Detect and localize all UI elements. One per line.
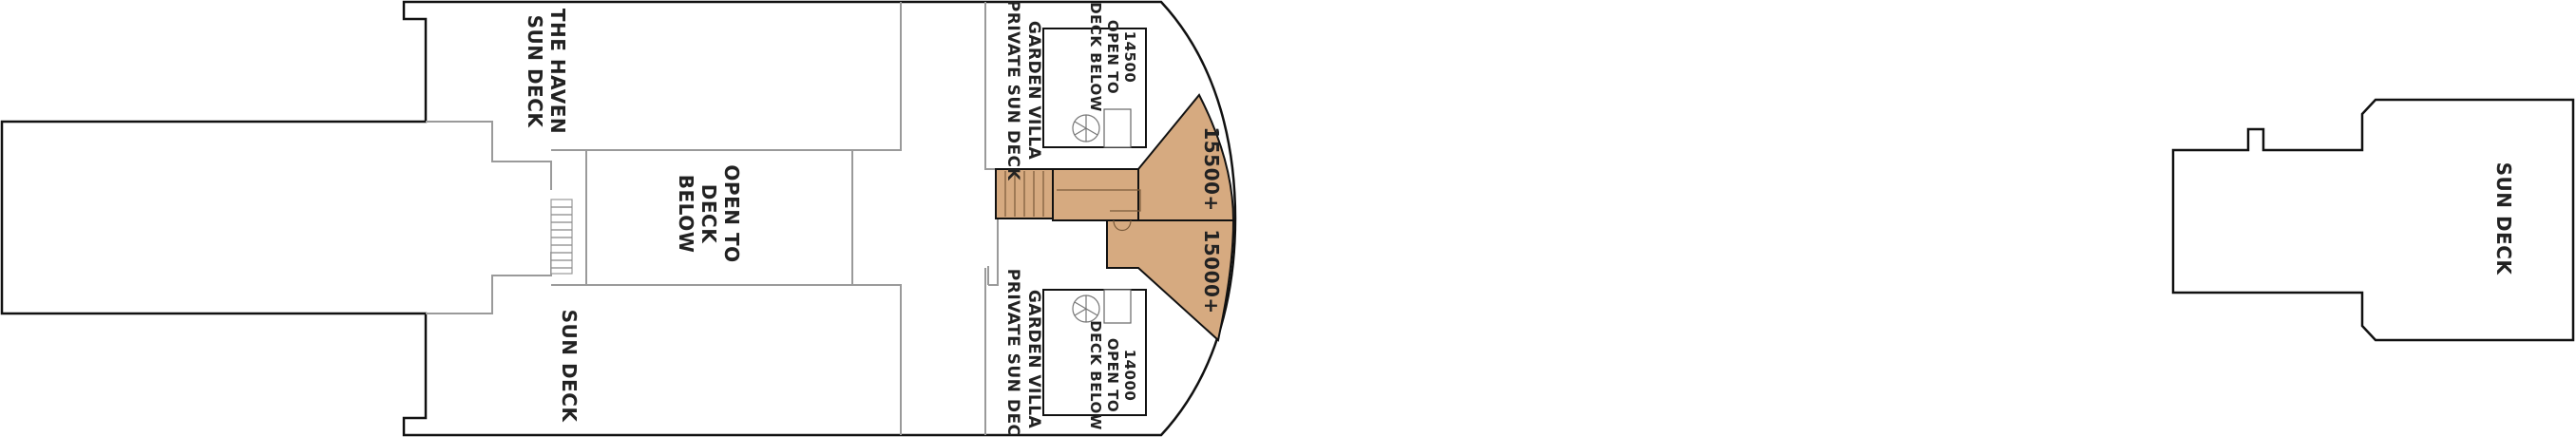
svg-text:THE HAVEN: THE HAVEN [546, 9, 569, 134]
svg-text:SUN DECK: SUN DECK [524, 15, 546, 129]
label-villa-14500: 14500 OPEN TO DECK BELOW [1087, 2, 1138, 112]
svg-text:15000+: 15000+ [1200, 229, 1223, 314]
suite-stairs-icon [995, 168, 1141, 232]
svg-text:GARDEN VILLA: GARDEN VILLA [1024, 21, 1043, 161]
svg-text:OPEN TO: OPEN TO [1104, 20, 1121, 94]
villa-lower [984, 268, 1147, 435]
svg-text:15500+: 15500+ [1200, 126, 1223, 211]
svg-text:OPEN TO: OPEN TO [1104, 338, 1121, 412]
svg-text:PRIVATE SUN DECK: PRIVATE SUN DECK [1003, 269, 1022, 437]
hull-outline [0, 0, 1237, 437]
spiral-stair-icon-2 [1072, 294, 1100, 323]
label-garden-villa-upper: GARDEN VILLA PRIVATE SUN DECK [1003, 0, 1043, 181]
svg-text:DECK: DECK [697, 184, 720, 244]
svg-text:BELOW: BELOW [675, 175, 697, 254]
label-the-haven-sun-deck: THE HAVEN SUN DECK [524, 9, 569, 134]
aft-sun-deck-outline [2171, 98, 2575, 342]
label-suite-15500: 15500+ [1200, 126, 1223, 211]
suite-15000[interactable] [1106, 219, 1235, 342]
svg-text:SUN DECK: SUN DECK [2492, 162, 2515, 276]
svg-text:14500: 14500 [1121, 31, 1138, 84]
svg-text:SUN DECK: SUN DECK [558, 310, 581, 424]
spiral-stair-icon [1072, 114, 1100, 142]
svg-text:GARDEN VILLA: GARDEN VILLA [1024, 290, 1043, 429]
svg-text:DECK BELOW: DECK BELOW [1087, 320, 1104, 430]
label-sun-deck-aft: SUN DECK [2492, 162, 2515, 276]
label-villa-14000: 14000 OPEN TO DECK BELOW [1087, 320, 1138, 430]
svg-text:DECK BELOW: DECK BELOW [1087, 2, 1104, 112]
stairs-icon [550, 199, 573, 275]
svg-text:14000: 14000 [1121, 350, 1138, 402]
villa-upper [984, 2, 1147, 169]
label-sun-deck-port: SUN DECK [558, 310, 581, 424]
label-suite-15000: 15000+ [1200, 229, 1223, 314]
svg-text:PRIVATE SUN DECK: PRIVATE SUN DECK [1003, 0, 1022, 181]
label-garden-villa-lower: GARDEN VILLA PRIVATE SUN DECK [1003, 269, 1043, 437]
label-open-to-deck-below: OPEN TO DECK BELOW [675, 164, 743, 262]
svg-text:OPEN TO: OPEN TO [720, 164, 743, 262]
